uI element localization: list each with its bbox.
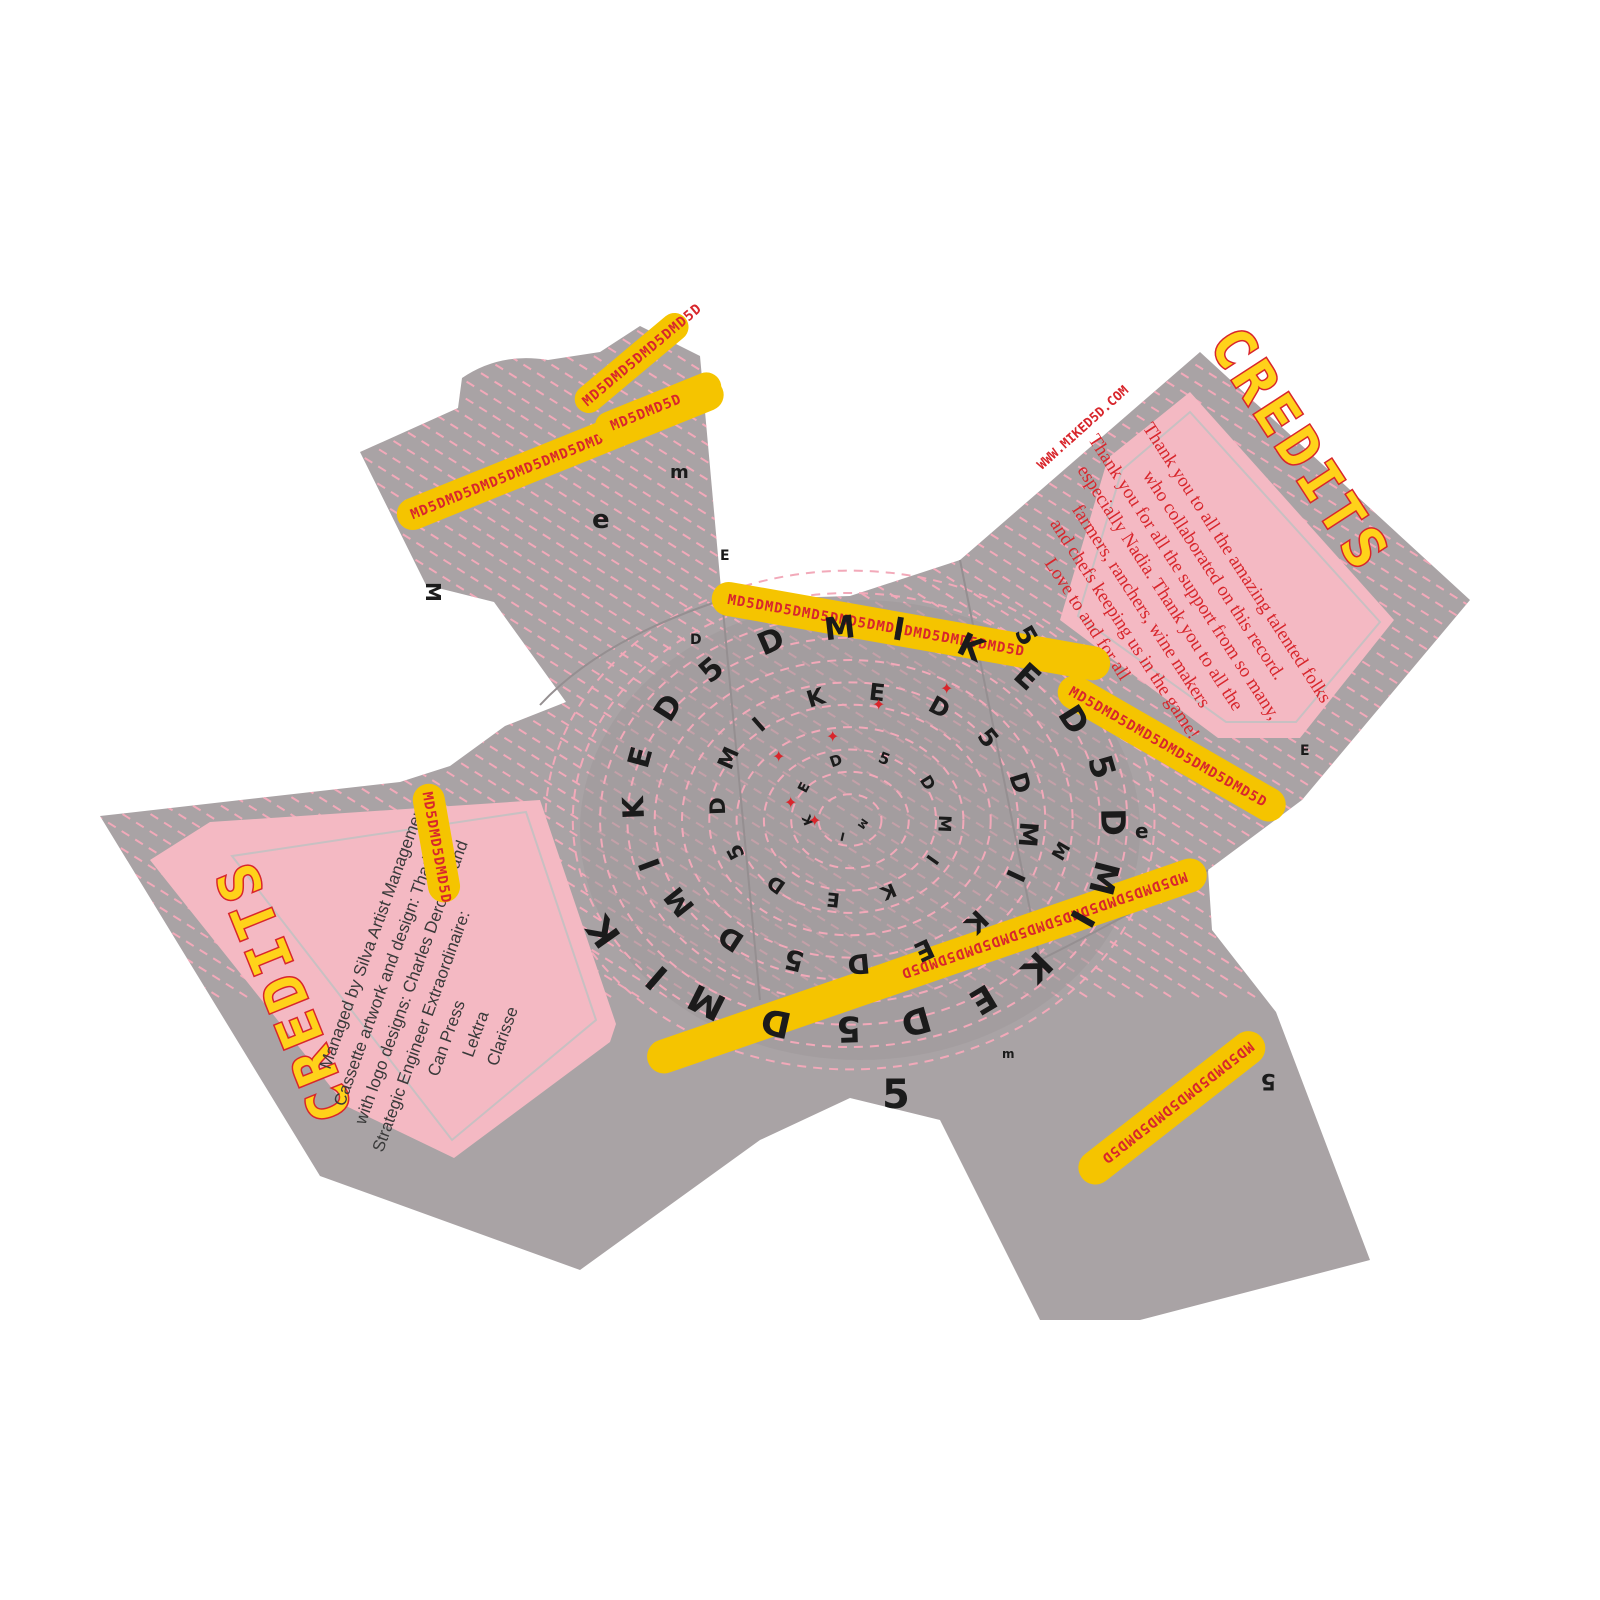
deco-letter: E (1300, 743, 1310, 759)
dash-ring (681, 681, 1019, 959)
dash-ring (790, 770, 910, 870)
deco-letter: e (1135, 819, 1149, 843)
dash-ring (762, 748, 938, 892)
dash-line (100, 326, 141, 1001)
spiral-letter: M (822, 609, 857, 648)
dash-line (100, 326, 1470, 1001)
dash-line (0, 0, 56, 1000)
spiral-letter: D (828, 751, 845, 771)
dash-ring (735, 726, 965, 914)
deco-letter: 5 (1261, 1068, 1276, 1093)
dash-line (100, 326, 113, 1001)
dash-line (1508, 0, 1600, 1000)
dash-line (100, 326, 1470, 1001)
dash-line (1339, 326, 1470, 1001)
deco-letter: E (720, 548, 730, 564)
dash-line (100, 326, 449, 1001)
dash-line (100, 326, 1457, 1001)
spiral-letter: M (933, 815, 954, 833)
credits-panel-left-bg (150, 800, 616, 1158)
dash-line (1395, 326, 1470, 1001)
spiral-letter: D (846, 947, 871, 980)
credits-panel-right-bg (1060, 392, 1394, 738)
dash-line (0, 0, 28, 1000)
dash-line (100, 326, 841, 1001)
dash-line (1423, 326, 1470, 1001)
deco-letter: M (421, 582, 445, 602)
deco-letter: D (690, 632, 702, 648)
spiral-letter: E (825, 887, 841, 911)
dash-line (100, 326, 1429, 1001)
spiral-letter: 5 (836, 1007, 862, 1049)
dash-line (1536, 0, 1600, 1000)
sparkle-icon: ✦ (826, 729, 839, 746)
credits-panel-right: CREDITS Thank you to all the amazing tal… (1035, 315, 1404, 743)
dash-ring (817, 793, 883, 847)
dash-ring (626, 636, 1074, 1004)
spiral-letter: M (1013, 821, 1045, 848)
sparkle-icon: ✦ (808, 813, 821, 830)
sparkle-icon: ✦ (772, 749, 785, 766)
spiral-letter: D (706, 797, 731, 815)
dash-line (1564, 0, 1600, 1000)
dash-line (0, 0, 84, 1000)
dash-line (100, 326, 421, 1001)
sparkle-icon: ✦ (940, 681, 953, 698)
dash-ring (571, 591, 1129, 1049)
spiral-letter: D (1093, 808, 1132, 836)
dash-line (1451, 326, 1470, 1001)
dash-ring (708, 703, 992, 937)
sparkle-icon: ✦ (784, 795, 797, 812)
dash-line (1592, 0, 1600, 1000)
dash-line (1480, 0, 1600, 1000)
spiral-letter: I (839, 829, 846, 844)
sparkle-icon: ✦ (872, 697, 885, 714)
deco-letters: e m M E D 5 e E 5 5 M m (421, 462, 1310, 1118)
deco-letter: m (670, 462, 689, 483)
deco-letter: 5 (882, 1072, 910, 1118)
deco-letter: e (592, 505, 610, 535)
spiral-letter: E (868, 678, 887, 708)
dash-line (100, 326, 393, 1001)
deco-letter: m (1002, 1047, 1015, 1061)
dash-line (1367, 326, 1470, 1001)
spiral-letter: K (616, 795, 651, 820)
credits-panel-right-frame (1076, 410, 1382, 723)
